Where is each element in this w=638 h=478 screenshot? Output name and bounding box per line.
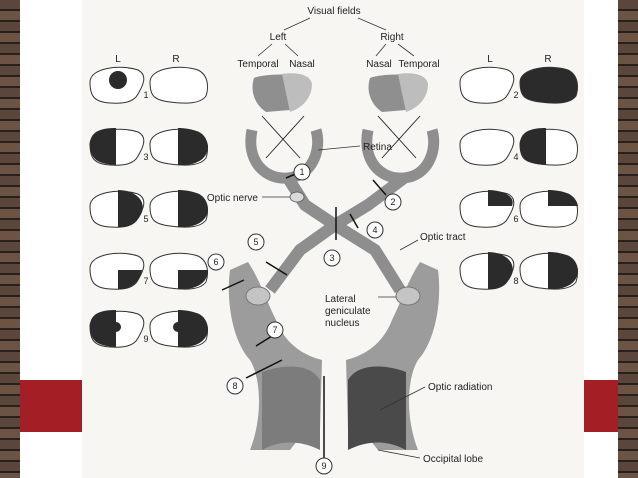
field-number-4: 4 [513, 152, 518, 162]
right-col-R-label: R [544, 54, 551, 65]
brick-wall-right [616, 0, 638, 478]
field-number-9: 9 [143, 334, 148, 344]
optic-pathway [265, 173, 408, 294]
lesion-marker-4: 4 [372, 225, 377, 235]
right-col-L-label: L [487, 54, 493, 65]
optic-nerve-label: Optic nerve [207, 193, 259, 204]
field-defect-6: 6 [459, 190, 579, 228]
lesion-marker-5: 5 [253, 237, 258, 247]
lgn-label-1: Lateral [325, 294, 356, 305]
field-number-2: 2 [513, 90, 518, 100]
field-defect-3: 3 [89, 128, 209, 166]
right-label: Right [380, 32, 404, 43]
occipital-lobe-label: Occipital lobe [423, 454, 483, 465]
nasal-left-label: Nasal [289, 59, 315, 70]
retina-label: Retina [363, 142, 392, 153]
lgn-label-2: geniculate [325, 306, 371, 317]
field-number-6: 6 [513, 214, 518, 224]
field-number-3: 3 [143, 152, 148, 162]
right-lgn [395, 286, 421, 306]
left-eye-field [252, 73, 312, 112]
field-number-7: 7 [143, 276, 148, 286]
field-number-1: 1 [143, 90, 148, 100]
brain-hemispheres [228, 262, 440, 450]
right-eye-field [368, 73, 428, 112]
field-defect-4: 4 [459, 128, 579, 166]
lgn-label-3: nucleus [325, 318, 359, 329]
left-lgn [245, 286, 271, 306]
field-defect-2: 2 [459, 66, 579, 104]
optic-radiation-label: Optic radiation [428, 382, 492, 393]
lesion-marker-6: 6 [213, 257, 218, 267]
field-number-5: 5 [143, 214, 148, 224]
field-defect-5: 5 [89, 190, 209, 228]
temporal-left-label: Temporal [237, 59, 278, 70]
field-number-8: 8 [513, 276, 518, 286]
field-defect-1: 1 [89, 66, 209, 104]
lesion-marker-8: 8 [232, 381, 237, 391]
optic-tract-label: Optic tract [420, 232, 466, 243]
lesion-marker-7: 7 [272, 325, 277, 335]
temporal-right-label: Temporal [398, 59, 439, 70]
lesion-marker-3: 3 [329, 253, 334, 263]
brick-wall-left [0, 0, 22, 478]
visual-fields-title: Visual fields [307, 6, 360, 17]
left-col-R-label: R [172, 54, 179, 65]
lesion-markers: 1 2 3 4 5 6 7 8 9 [207, 163, 402, 475]
field-defect-8: 8 [459, 252, 579, 290]
visual-pathway-diagram: Visual fields Left Right Temporal Nasal … [89, 6, 579, 475]
lesion-marker-1: 1 [299, 167, 304, 177]
left-retina [245, 115, 324, 184]
field-defect-7: 7 [89, 252, 209, 290]
field-defect-9: 9 [89, 310, 209, 348]
left-col-L-label: L [115, 54, 121, 65]
lesion-cuts [221, 171, 387, 460]
visual-fields-header: Visual fields Left Right Temporal Nasal … [237, 6, 439, 70]
nasal-right-label: Nasal [366, 59, 392, 70]
left-label: Left [270, 32, 287, 43]
lesion-marker-9: 9 [321, 461, 326, 471]
lesion-marker-2: 2 [390, 197, 395, 207]
